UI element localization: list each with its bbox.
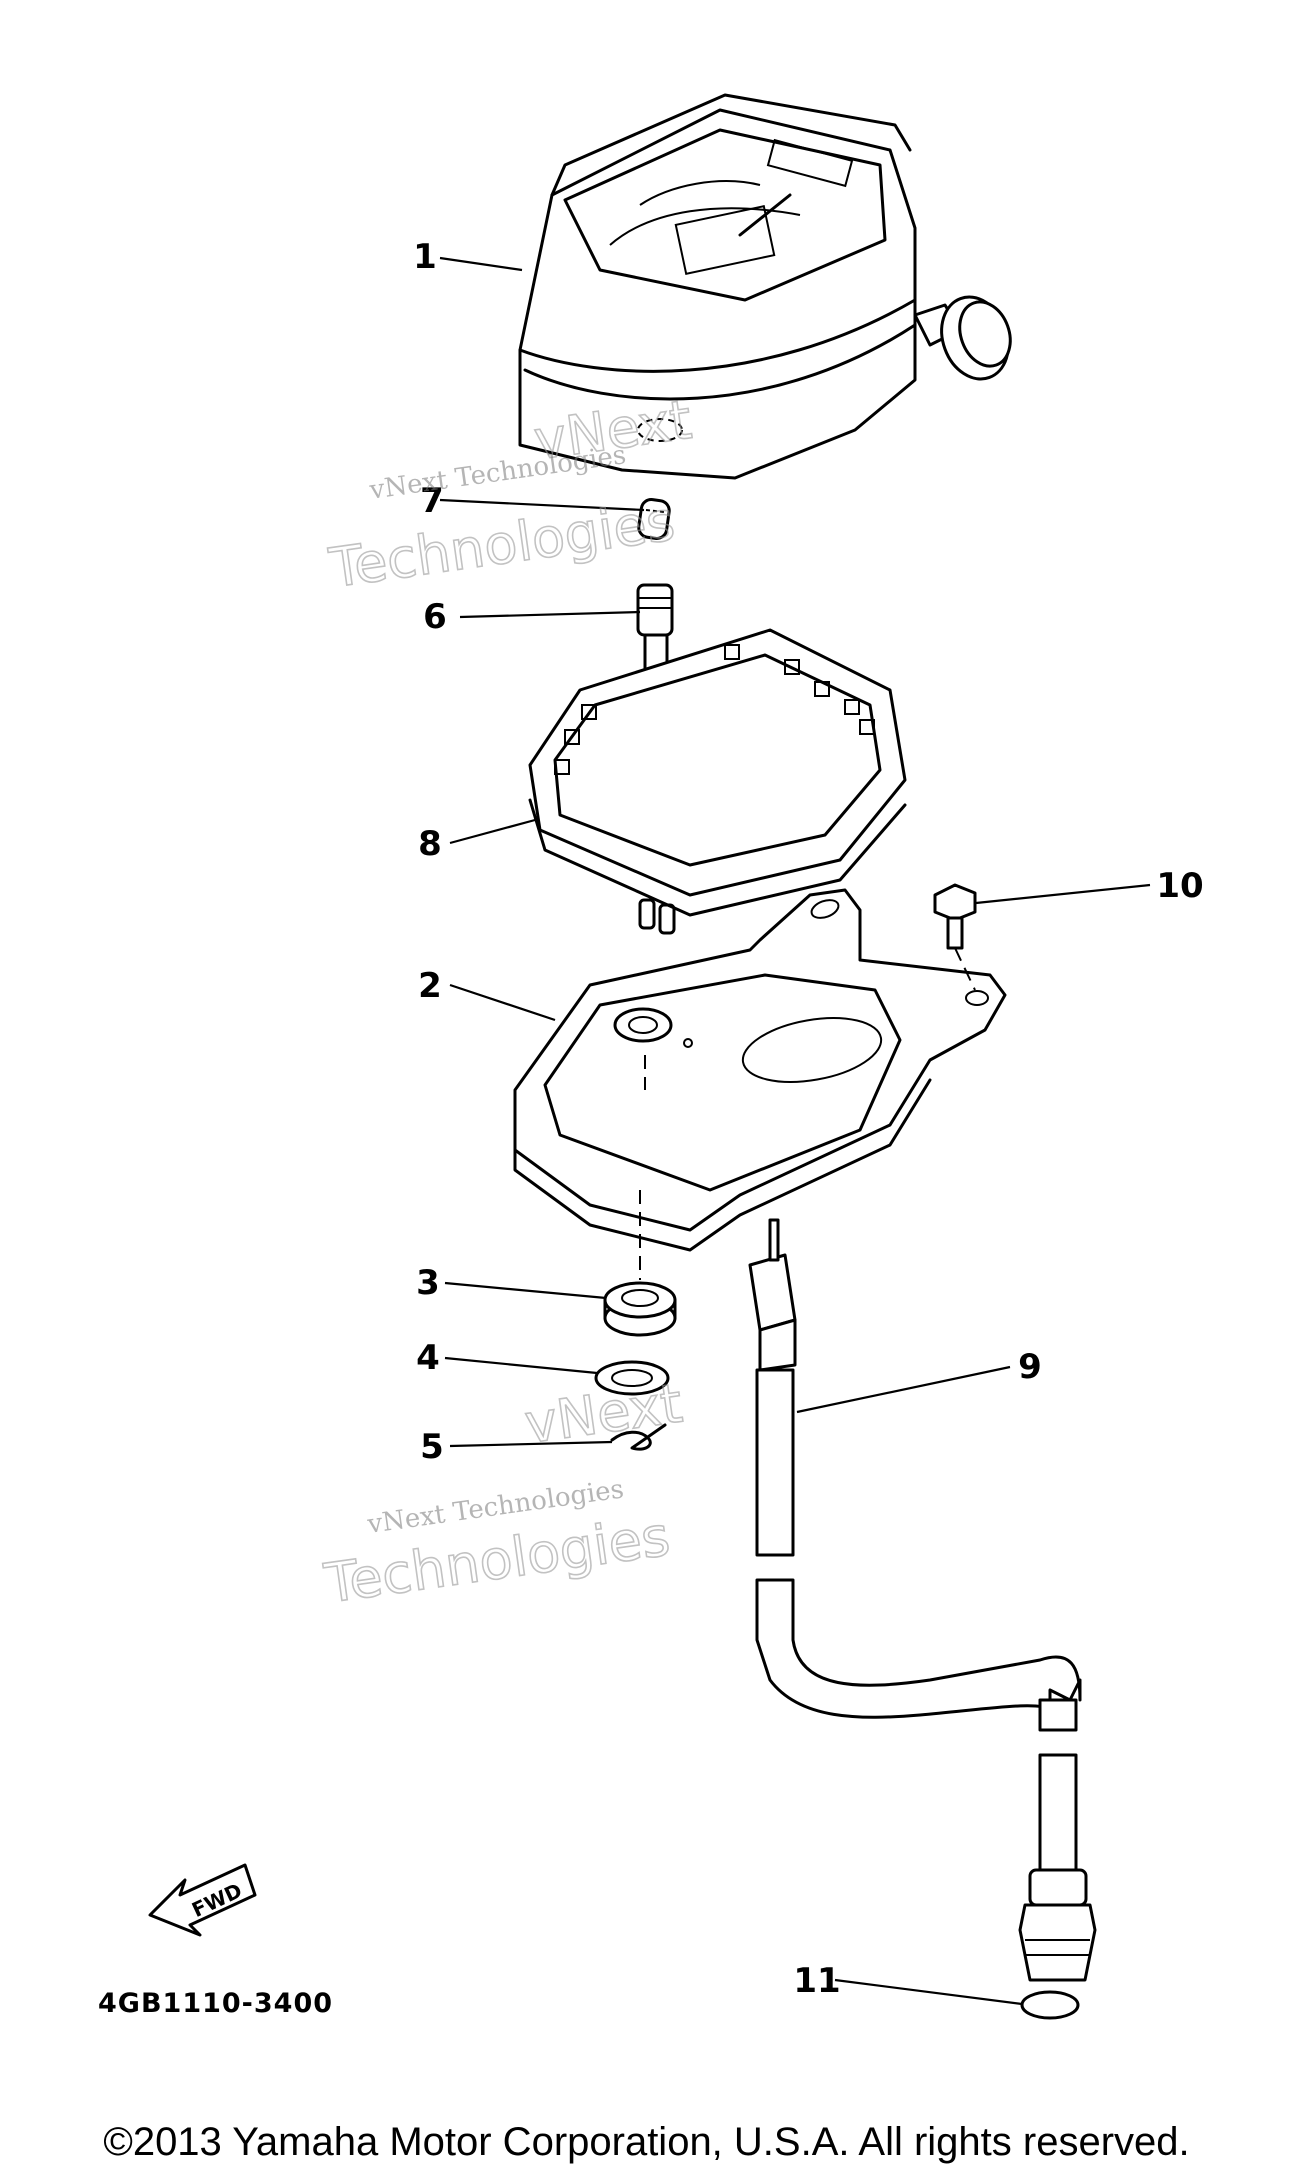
meter-case	[528, 628, 907, 917]
callout-9: 9	[1018, 1347, 1042, 1387]
callout-7: 7	[420, 481, 444, 521]
grommet	[603, 1281, 677, 1337]
callout-5: 5	[420, 1427, 444, 1467]
watermark-serif-1: vNext Technologies	[367, 440, 628, 506]
diagram-code: 4GB1110-3400	[98, 1988, 333, 2019]
assembly-centerlines	[639, 947, 976, 1280]
callout-3: 3	[416, 1263, 440, 1303]
copyright-notice: ©2013 Yamaha Motor Corporation, U.S.A. A…	[103, 2120, 1190, 2164]
callout-2: 2	[418, 966, 442, 1006]
callout-8: 8	[418, 824, 442, 864]
bulb	[637, 498, 671, 540]
o-ring	[1020, 1990, 1080, 2020]
meter-cable	[748, 1218, 1097, 1982]
bolt	[933, 883, 977, 950]
meter-assembly	[518, 93, 1012, 480]
watermark-outline-top-2: vNext	[521, 1372, 686, 1456]
callout-4: 4	[416, 1338, 440, 1378]
watermark-bottom: vNext Technologies vNext Technologies	[319, 1371, 686, 1616]
callout-11: 11	[793, 1961, 840, 2001]
callout-1: 1	[413, 237, 437, 277]
watermark-outline-bottom-1: Technologies	[325, 489, 678, 600]
callout-numbers: 1 6 7 8 10 2 3 4 5 9 11	[413, 237, 1204, 2001]
meter-bracket	[513, 888, 1007, 1252]
leader-lines	[439, 256, 1151, 2006]
callout-10: 10	[1156, 866, 1203, 906]
clip	[610, 1423, 667, 1451]
callout-6: 6	[423, 597, 447, 637]
watermark-top: vNext Technologies vNext Technologies	[324, 387, 696, 601]
forward-arrow-icon: FWD	[148, 1863, 257, 1937]
washer	[594, 1360, 670, 1396]
